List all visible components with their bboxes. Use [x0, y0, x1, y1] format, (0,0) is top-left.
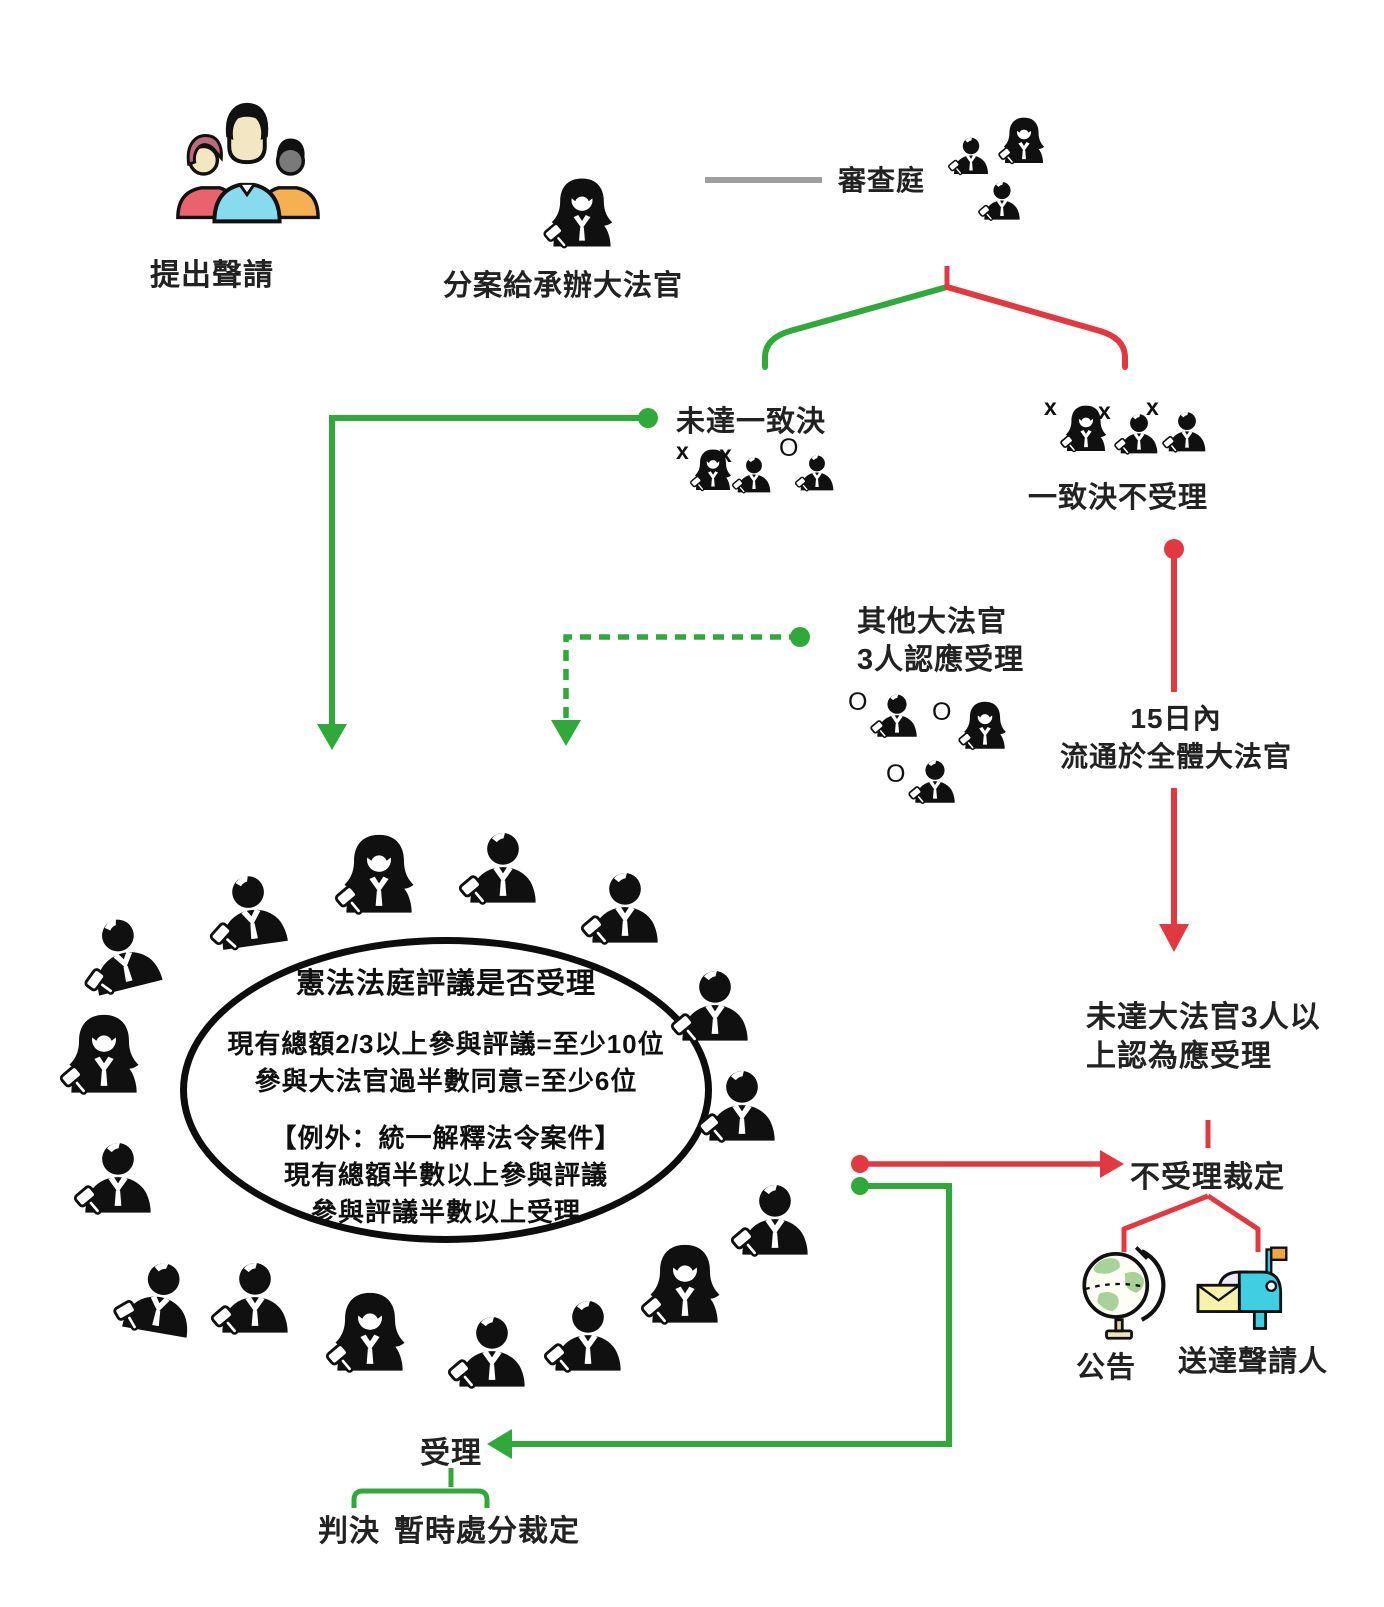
judge-icon — [694, 1060, 790, 1156]
judge-icon — [455, 822, 551, 918]
assign-label: 分案給承辦大法官 — [443, 270, 684, 302]
other-justices-line2: 3人認應受理 — [857, 636, 1024, 678]
accept-label: 受理 — [420, 1437, 482, 1470]
circulate-arrowhead — [1159, 924, 1189, 952]
circulate-label: 15日內 流通於全體大法官 — [1044, 700, 1308, 776]
deliberation-ellipse — [180, 937, 712, 1243]
reject-ruling-label: 不受理裁定 — [1130, 1161, 1285, 1194]
judge-icon — [906, 754, 964, 812]
other-justices-dashed-line — [563, 634, 800, 720]
no-unanimous-label: 未達一致決 — [676, 406, 827, 438]
other-justices-arrowhead — [551, 720, 581, 746]
accept-arrowhead — [487, 1429, 512, 1459]
reject-bracket-right — [1206, 1193, 1261, 1252]
judge-icon — [56, 1012, 152, 1108]
announce-label: 公告 — [1076, 1352, 1137, 1384]
for-marker: O — [848, 688, 868, 716]
deliberation-exception1: 現有總額半數以上參與評議 — [283, 1160, 608, 1190]
deliberation-exception2: 參與評議半數以上受理 — [310, 1197, 581, 1227]
accept-arrow-line — [512, 1183, 952, 1447]
below-threshold-label: 未達大法官3人以上認為應受理 — [1086, 998, 1336, 1076]
branch-green-curve — [762, 284, 950, 370]
for-marker: O — [932, 698, 952, 726]
deliberation-exception-title: 【例外：統一解釋法令案件】 — [270, 1123, 622, 1153]
against-marker: x — [719, 441, 732, 467]
judge-icon — [946, 132, 996, 182]
other-justices-line1: 其他大法官 — [857, 606, 1008, 638]
against-marker: x — [1146, 394, 1159, 420]
judge-icon — [331, 832, 427, 928]
other-justices-count: 3 — [857, 644, 875, 676]
judge-icon — [1160, 406, 1214, 460]
circulate-line1: 15日內 — [1130, 703, 1222, 734]
judge-icon — [540, 1290, 636, 1386]
against-marker: x — [1044, 394, 1057, 420]
against-marker: x — [676, 438, 689, 464]
other-justices-rest: 人認應受理 — [874, 644, 1025, 676]
below-threshold-part1: 未達大法官 — [1086, 1001, 1241, 1034]
judgment-label: 判決 — [318, 1515, 380, 1548]
judge-icon — [197, 859, 305, 967]
accept-bracket — [351, 1488, 490, 1508]
judge-icon — [956, 700, 1014, 758]
judge-icon — [637, 1242, 733, 1338]
reject-path-dot — [851, 1155, 869, 1173]
for-marker: O — [886, 760, 906, 788]
judge-icon — [207, 1252, 303, 1348]
serve-label: 送達聲請人 — [1178, 1346, 1329, 1378]
judge-icon — [730, 452, 778, 500]
judge-icon — [996, 116, 1052, 172]
deliberation-rule2: 參與大法官過半數同意=至少6位 — [254, 1066, 638, 1096]
judge-icon — [667, 960, 763, 1056]
review-panel-label: 審查庭 — [838, 165, 926, 196]
branch-red-curve — [944, 284, 1128, 370]
below-threshold-count: 3 — [1241, 1001, 1259, 1034]
judge-icon — [727, 1174, 823, 1270]
globe-icon — [1072, 1240, 1167, 1342]
deliberation-title: 憲法法庭評議是否受理 — [295, 968, 596, 1000]
assign-judge-icon — [540, 176, 624, 260]
mailbox-icon — [1178, 1242, 1310, 1336]
deliberation-rules: 憲法法庭評議是否受理 現有總額2/3以上參與評議=至少10位 參與大法官過半數同… — [196, 966, 696, 1231]
judge-icon — [868, 688, 926, 746]
reject-bracket-left — [1121, 1193, 1209, 1252]
against-marker: x — [1098, 398, 1111, 424]
no-unanimous-arrow-line — [329, 415, 648, 726]
judge-icon — [793, 450, 841, 498]
no-unanimous-arrowhead — [317, 724, 347, 750]
circulate-line2: 流通於全體大法官 — [1059, 741, 1292, 772]
for-marker: O — [779, 434, 799, 462]
reject-arrowhead — [1100, 1150, 1124, 1178]
petition-label: 提出聲請 — [150, 259, 274, 292]
unanimous-reject-label: 一致決不受理 — [1028, 482, 1209, 514]
petitioners-icon — [168, 98, 326, 248]
judge-icon — [70, 1132, 166, 1228]
temp-disposition-label: 暫時處分裁定 — [394, 1515, 580, 1548]
judge-icon — [322, 1290, 418, 1386]
judge-icon — [577, 862, 673, 958]
judge-icon — [444, 1306, 540, 1402]
below-threshold-part2: 人以上認為應受理 — [1086, 1001, 1321, 1073]
deliberation-rule1: 現有總額2/3以上參與評議=至少10位 — [227, 1029, 665, 1059]
judge-icon — [976, 176, 1028, 228]
judge-icon — [104, 1244, 215, 1355]
